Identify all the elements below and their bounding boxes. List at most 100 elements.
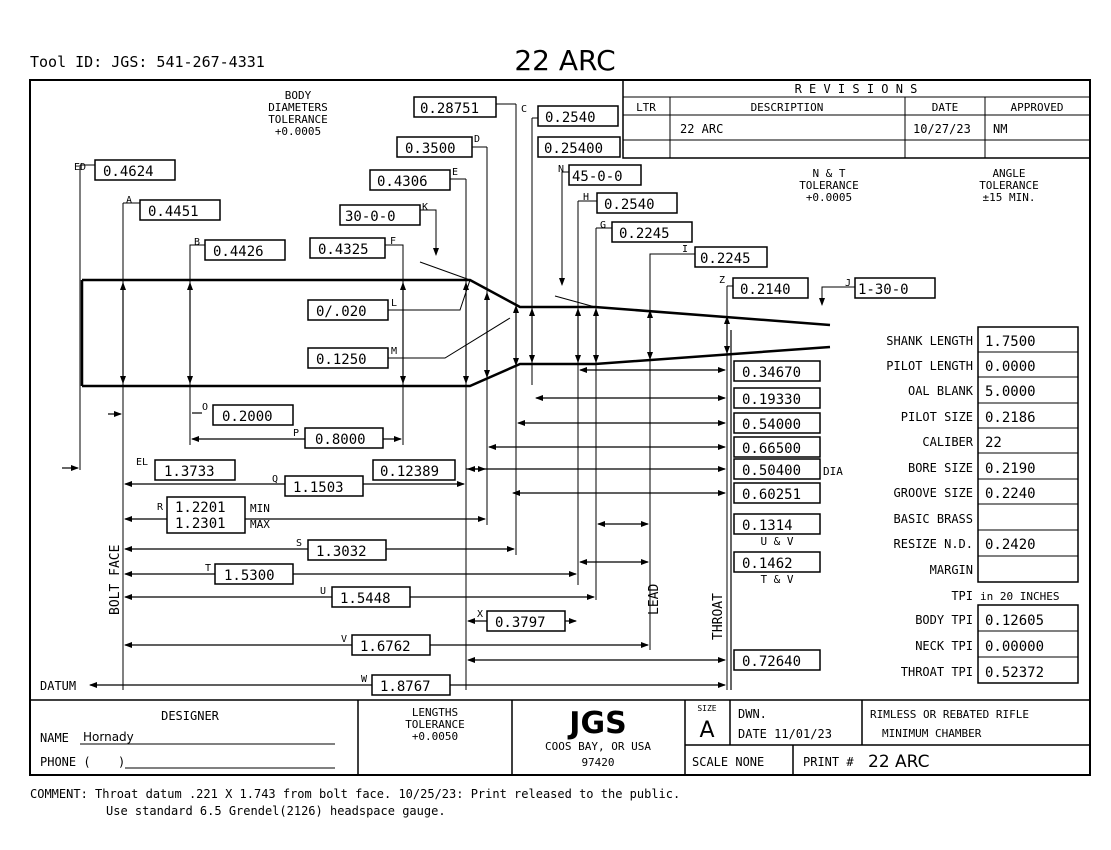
dim-j: 1-30-0 <box>858 282 909 298</box>
spec-label-pilot-length: PILOT LENGTH <box>886 359 973 373</box>
datum-label: DATUM <box>40 679 76 693</box>
name-value: Hornady <box>83 730 134 744</box>
size-label: SIZE <box>697 704 716 713</box>
right-dim-7: 0.1314 <box>742 518 793 534</box>
diameter-dimensions: ED 0.4624 A 0.4451 B 0.4426 0.4325 F 30-… <box>74 96 936 369</box>
dim-ed: 0.4624 <box>103 164 154 180</box>
phone-mid: ) <box>118 755 125 769</box>
dim-letter-d: D <box>474 134 480 145</box>
dim-letter-r: R <box>157 502 164 513</box>
rev-header-approved: APPROVED <box>1011 101 1064 114</box>
dim-r-max: 1.2301 <box>175 516 226 532</box>
revisions-title: R E V I S I O N S <box>795 82 918 96</box>
dim-o: 0.2000 <box>222 409 273 425</box>
right-dim-5: 0.50400 <box>742 463 801 479</box>
scale-label: SCALE NONE <box>692 755 764 769</box>
chamber-line-2: MINIMUM CHAMBER <box>882 727 982 740</box>
print-label: PRINT # <box>803 755 854 769</box>
dim-letter-f: F <box>390 236 396 247</box>
lead-label: LEAD <box>647 584 662 615</box>
dim-letter-w: W <box>361 674 368 685</box>
dim-m: 0.1250 <box>316 352 367 368</box>
dim-q2: 0.12389 <box>380 464 439 480</box>
dwn-label: DWN. <box>738 707 767 721</box>
date-label: DATE 11/01/23 <box>738 727 832 741</box>
company-city: COOS BAY, OR USA <box>545 740 651 753</box>
dim-t: 1.5300 <box>224 568 275 584</box>
dim-letter-s: S <box>296 538 302 549</box>
dim-letter-ed: ED <box>74 162 86 173</box>
svg-text:+0.0005: +0.0005 <box>275 125 321 138</box>
dim-h: 0.2540 <box>604 197 655 213</box>
tpi-label-body: BODY TPI <box>915 613 973 627</box>
comment-line-1: COMMENT: Throat datum .221 X 1.743 from … <box>30 787 680 801</box>
lengths-tol-2: TOLERANCE <box>405 718 465 731</box>
shoulder-extension <box>419 261 471 281</box>
tpi-label-throat: THROAT TPI <box>901 665 973 679</box>
dim-letter-a: A <box>126 195 132 206</box>
svg-text:N & T: N & T <box>812 167 845 180</box>
dim-letter-el: EL <box>136 457 148 468</box>
spec-label-shank: SHANK LENGTH <box>886 334 973 348</box>
company-zip: 97420 <box>581 756 614 769</box>
diameter-arrows <box>120 282 730 384</box>
dim-letter-t: T <box>205 563 211 574</box>
dim-letter-l: L <box>391 298 397 309</box>
tpi-header-label: TPI <box>951 589 973 603</box>
dim-i: 0.2245 <box>700 251 751 267</box>
dim-letter-o: O <box>202 402 208 413</box>
spec-label-pilot-size: PILOT SIZE <box>901 410 973 424</box>
rev-header-date: DATE <box>932 101 959 114</box>
uv-note: U & V <box>760 535 793 548</box>
dim-letter-j: J <box>845 278 851 289</box>
spec-value-shank: 1.7500 <box>985 334 1036 350</box>
dim-z: 0.2140 <box>740 282 791 298</box>
drawing-title: 22 ARC <box>514 44 615 77</box>
print-value: 22 ARC <box>868 752 930 772</box>
dim-p: 0.8000 <box>315 432 366 448</box>
size-value: A <box>699 718 714 743</box>
dim-letter-b: B <box>194 237 200 248</box>
dim-r-max-label: MAX <box>250 518 270 531</box>
drawing-frame <box>29 79 1091 776</box>
right-dim-4: 0.66500 <box>742 441 801 457</box>
right-dim-8: 0.1462 <box>742 556 793 572</box>
dim-letter-p: P <box>293 428 299 439</box>
right-dimensions: 0.34670 0.19330 0.54000 0.66500 0.50400 … <box>733 360 843 671</box>
phone-label: PHONE ( <box>40 755 91 769</box>
svg-text:±15 MIN.: ±15 MIN. <box>983 191 1036 204</box>
tpi-header-value: in 20 INCHES <box>980 590 1059 603</box>
dim-letter-v: V <box>341 634 347 645</box>
dim-u: 1.5448 <box>340 591 391 607</box>
dia-label: DIA <box>823 465 843 478</box>
spec-label-resize: RESIZE N.D. <box>894 537 973 551</box>
dim-r-min-label: MIN <box>250 502 270 515</box>
chamber-profile <box>80 278 831 388</box>
spec-table <box>977 326 1079 583</box>
tool-id: Tool ID: JGS: 541-267-4331 <box>30 53 265 71</box>
spec-value-pilot-size: 0.2186 <box>985 410 1036 426</box>
tpi-label-neck: NECK TPI <box>915 639 973 653</box>
spec-value-resize: 0.2420 <box>985 537 1036 553</box>
dim-r-min: 1.2201 <box>175 500 226 516</box>
title-block-lines <box>30 699 1090 775</box>
rev-header-ltr: LTR <box>636 101 656 114</box>
spec-label-bore: BORE SIZE <box>908 461 973 475</box>
svg-text:TOLERANCE: TOLERANCE <box>979 179 1039 192</box>
dim-s: 1.3032 <box>316 544 367 560</box>
svg-text:ANGLE: ANGLE <box>992 167 1025 180</box>
dim-w: 1.8767 <box>380 679 431 695</box>
right-dim-9: 0.72640 <box>742 654 801 670</box>
spec-value-bore: 0.2190 <box>985 461 1036 477</box>
right-dim-3: 0.54000 <box>742 417 801 433</box>
tpi-value-body: 0.12605 <box>985 613 1044 629</box>
comment-line-2: Use standard 6.5 Grendel(2126) headspace… <box>106 804 446 818</box>
dim-b: 0.4426 <box>213 244 264 260</box>
dim-letter-n: N <box>558 164 564 175</box>
dim-g: 0.2245 <box>619 226 670 242</box>
revisions-table <box>622 79 1091 159</box>
dim-c2: 0.2540 <box>545 110 596 126</box>
spec-value-caliber: 22 <box>985 435 1002 451</box>
dim-letter-z: Z <box>719 275 725 286</box>
